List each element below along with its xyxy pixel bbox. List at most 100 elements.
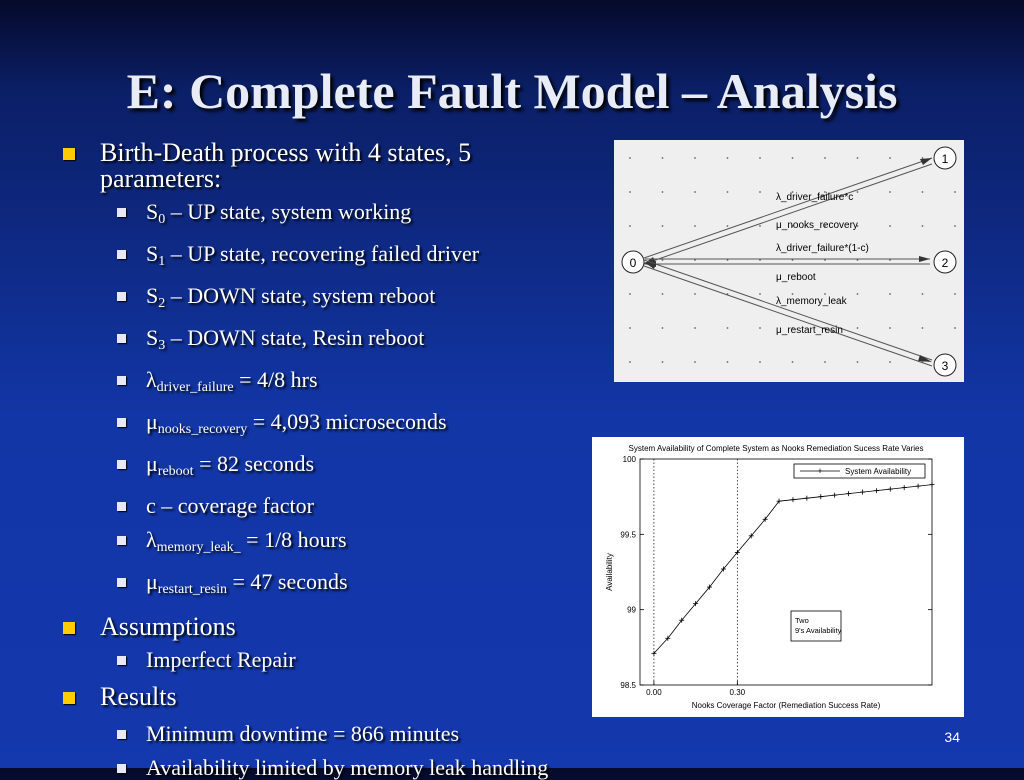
annotation-line-2: 9's Availability [795, 626, 842, 635]
symbol: λ [146, 527, 157, 552]
annotation-line-1: Two [795, 616, 809, 625]
y-tick-label: 99.5 [620, 530, 636, 539]
symbol: S [146, 325, 159, 350]
reference-lines [653, 459, 738, 685]
state-diagram: 0 1 2 3 λ_driver_failure*c μ_nooks_recov… [614, 140, 964, 382]
bullet-marker [117, 502, 126, 511]
bullet-text: Birth-Death process with 4 states, 5 par… [100, 138, 472, 193]
bullet-marker [117, 418, 126, 427]
arrowhead-to-0-c [644, 262, 656, 269]
data-point [776, 498, 782, 504]
bullet-marker [63, 622, 75, 634]
node-1: 1 [933, 146, 957, 170]
x-tick-label: 0.00 [646, 688, 662, 697]
bullet-text: Assumptions [100, 612, 236, 641]
edge-label-memory-leak: λ_memory_leak [776, 296, 848, 307]
node-2-label: 2 [942, 256, 949, 270]
data-point [707, 584, 713, 590]
edge-3-to-0 [643, 265, 933, 367]
data-point [929, 482, 935, 488]
symbol: S [146, 199, 159, 224]
bullet-text: – DOWN state, Resin reboot [165, 325, 425, 350]
availability-chart: System Availability of Complete System a… [592, 437, 964, 717]
x-tick-label: 0.30 [730, 688, 746, 697]
data-point [859, 489, 865, 495]
bullet-text: – UP state, system working [165, 199, 412, 224]
y-tick-label: 99 [627, 606, 636, 615]
y-axis: 100 99.5 99 98.5 [620, 455, 932, 690]
subscript: 2 [158, 296, 166, 311]
arrowhead-to-3 [918, 355, 932, 362]
sub-bullet-coverage-factor: c – coverage factor [60, 492, 590, 520]
bullet-marker [117, 250, 126, 259]
bullet-assumptions: Assumptions [60, 614, 590, 640]
node-1-label: 1 [942, 152, 949, 166]
data-point [804, 495, 810, 501]
bullet-results: Results [60, 684, 590, 710]
sub-bullet-s0: S0 – UP state, system working [60, 198, 590, 234]
sub-bullet-mu-restart-resin: μrestart_resin = 47 seconds [60, 568, 590, 604]
data-point [818, 494, 824, 500]
bullet-text: c – coverage factor [146, 493, 314, 518]
symbol: μ [146, 451, 158, 476]
edge-label-nooks-recovery: μ_nooks_recovery [776, 220, 858, 231]
data-point [790, 497, 796, 503]
bullet-birth-death: Birth-Death process with 4 states, 5 par… [60, 140, 590, 192]
legend: + System Availability [793, 463, 926, 479]
edge-0-to-1 [643, 157, 933, 259]
node-2: 2 [933, 250, 957, 274]
data-point [665, 635, 671, 641]
bullet-list: Birth-Death process with 4 states, 5 par… [60, 134, 590, 780]
bullet-marker [117, 656, 126, 665]
subscript: 0 [158, 212, 166, 227]
data-point [679, 617, 685, 623]
sub-bullet-s2: S2 – DOWN state, system reboot [60, 282, 590, 318]
bullet-marker [117, 730, 126, 739]
sub-bullet-mu-nooks-recovery: μnooks_recovery = 4,093 microseconds [60, 408, 590, 444]
sub-bullet-availability-limited: Availability limited by memory leak hand… [60, 756, 590, 780]
bullet-text: – UP state, recovering failed driver [165, 241, 480, 266]
edge-label-driver-failure-1-c: λ_driver_failure*(1-c) [776, 243, 869, 254]
arrowhead-to-2 [919, 256, 930, 262]
bullet-text: = 1/8 hours [240, 527, 347, 552]
data-point [720, 566, 726, 572]
sub-bullet-minimum-downtime: Minimum downtime = 866 minutes [60, 720, 590, 748]
bullet-text: = 47 seconds [227, 569, 348, 594]
sub-bullet-lambda-driver-failure: λdriver_failure = 4/8 hrs [60, 366, 590, 402]
bullet-text: Imperfect Repair [146, 647, 296, 672]
subscript: 3 [158, 338, 166, 353]
edge-label-restart-resin: μ_restart_resin [776, 325, 843, 336]
data-point [734, 549, 740, 555]
data-point [846, 491, 852, 497]
subscript: 1 [158, 254, 166, 269]
sub-bullet-imperfect-repair: Imperfect Repair [60, 646, 590, 674]
bullet-marker [63, 692, 75, 704]
bullet-text: Results [100, 682, 177, 711]
y-tick-label: 98.5 [620, 681, 636, 690]
grid-dots [614, 140, 964, 382]
symbol: λ [146, 367, 157, 392]
chart-title: System Availability of Complete System a… [629, 444, 924, 453]
bullet-marker [117, 334, 126, 343]
symbol: μ [146, 569, 158, 594]
bullet-marker [63, 148, 75, 160]
symbol: μ [146, 409, 158, 434]
symbol: S [146, 241, 159, 266]
y-tick-label: 100 [623, 455, 637, 464]
node-3: 3 [933, 353, 957, 377]
plot-area [639, 458, 933, 686]
data-point [748, 533, 754, 539]
node-0-label: 0 [630, 256, 637, 270]
bullet-text: Minimum downtime = 866 minutes [146, 721, 460, 746]
subscript: driver_failure [156, 380, 234, 395]
subscript: restart_resin [157, 582, 227, 597]
state-diagram-svg: 0 1 2 3 λ_driver_failure*c μ_nooks_recov… [614, 140, 964, 382]
bullet-marker [117, 460, 126, 469]
bullet-marker [117, 376, 126, 385]
legend-marker: + [817, 466, 822, 476]
bullet-marker [117, 764, 126, 773]
bullet-marker [117, 536, 126, 545]
page-number: 34 [944, 729, 960, 745]
symbol: S [146, 283, 159, 308]
node-3-label: 3 [942, 359, 949, 373]
